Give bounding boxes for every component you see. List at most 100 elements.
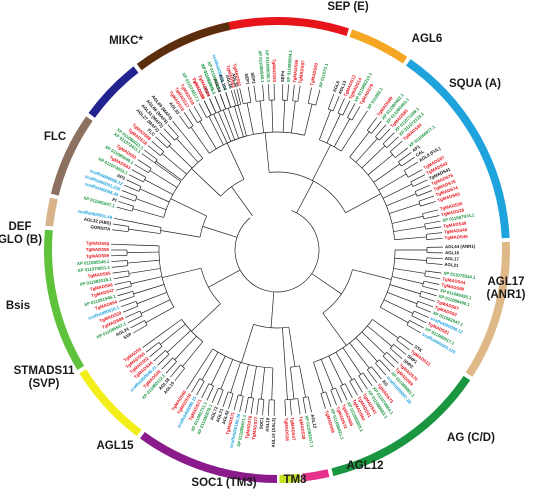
branch-tip-43 (422, 209, 439, 215)
branch-pair-arc (396, 335, 401, 341)
branch-tip-16 (307, 87, 312, 104)
branch-tip-122 (119, 296, 135, 302)
branch-tip-107 (174, 367, 185, 382)
branch-tip-51 (426, 257, 443, 260)
leaf-label-133: GORDITA (90, 224, 111, 231)
branch-pair-stem (230, 362, 241, 393)
branch-pair-stem (259, 100, 264, 133)
branch-tip-22 (347, 103, 356, 118)
branch-tip-67 (393, 344, 407, 355)
leaf-label-52: AGL21 (444, 262, 459, 268)
branch-pair-stem (373, 163, 401, 183)
branch-pair-stem (389, 284, 421, 295)
leaf-label-51: AGL17 (445, 256, 460, 262)
branch-tip-141 (126, 179, 142, 187)
leaf-label-128: XP 011070851.1 (77, 265, 110, 273)
branch-pair-stem (389, 203, 420, 214)
branch-pair-stem (391, 215, 424, 224)
branch-pair-stem (128, 228, 161, 234)
branch-pair-stem (127, 259, 160, 264)
branch-tip-136 (116, 206, 133, 212)
branch-tip-160 (203, 100, 212, 116)
leaf-label-48: TgMADS46 (444, 234, 468, 241)
branch-tip-135 (113, 217, 130, 222)
branch-pair-stem (139, 188, 170, 203)
clade-arc-4 (331, 375, 471, 477)
branch-tip-10 (267, 84, 270, 101)
branch-pair-stem (155, 161, 183, 181)
branch-pair-arc (256, 100, 264, 102)
branch-tip-29 (382, 132, 395, 145)
clade-arc-2 (406, 59, 510, 239)
branch-pair-stem (355, 138, 378, 163)
branch-tip-34 (401, 156, 415, 167)
branch-tip-124 (115, 285, 132, 291)
branch-tip-119 (125, 310, 141, 318)
branch-pair-stem (140, 299, 171, 314)
branch-tip-115 (142, 337, 156, 348)
leaf-label-86: XP 011082017.1 (304, 415, 315, 448)
branch-clade-stem-13 (226, 142, 245, 180)
branch-pair-arc (320, 391, 326, 394)
branch-tip-123 (117, 291, 133, 297)
clade-arc-10 (45, 197, 58, 227)
branch-clade-stem-0 (264, 132, 270, 173)
branch-tip-44 (423, 215, 440, 220)
branch-tip-19 (332, 95, 340, 112)
branch-group-stem-0 (296, 180, 314, 214)
branch-tip-125 (114, 280, 131, 285)
branch-tip-145 (137, 159, 152, 169)
branch-tip-96 (239, 396, 244, 412)
branch-tip-151 (159, 132, 172, 145)
branch-tip-80 (340, 385, 348, 401)
branch-pair-arc (349, 378, 355, 382)
branch-tip-97 (233, 394, 239, 411)
branch-pair-arc (208, 383, 214, 387)
branch-pair-stem (213, 113, 228, 144)
branch-pair-stem (195, 348, 214, 376)
leaf-label-134: AGL32 (ABS) (83, 217, 112, 226)
branch-pair-stem (240, 364, 249, 396)
clade-label-10: Bsis (6, 300, 30, 312)
leaf-label-163: AGL94 (213, 78, 223, 94)
branch-pair-stem (199, 121, 217, 150)
leaf-label-130: TgMADS59 (86, 253, 110, 259)
leaf-label-73: AG (381, 379, 389, 388)
leaf-label-94: TgMADS78 (244, 415, 253, 439)
leaf-label-47: TgMADS48 (444, 227, 468, 234)
branch-pair-arc (375, 359, 380, 364)
leaf-label-68: SHP2 (402, 358, 414, 370)
leaf-label-42: TgMADS83 (437, 191, 461, 203)
branch-tip-39 (414, 184, 430, 192)
branch-tip-20 (337, 98, 345, 114)
branch-pair-stem (136, 291, 167, 305)
clade-arc-1 (349, 29, 408, 64)
branch-pair-stem (320, 359, 334, 390)
leaf-label-55: TgMADS80 (441, 282, 465, 292)
leaf-label-125: TgMADS56 (89, 282, 113, 292)
leaf-label-33: AP1 (411, 144, 421, 153)
branch-pair-arc (158, 342, 163, 347)
branch-tip-149 (151, 140, 165, 152)
branch-pair-stem (227, 108, 239, 139)
branch-tip-23 (351, 106, 361, 121)
branch-pair-stem (218, 111, 232, 142)
clade-label-1: AGL6 (412, 33, 443, 45)
leaf-label-89: TgMADS36 (284, 418, 290, 442)
branch-pair-arc (290, 398, 298, 400)
branch-group-stem-2 (270, 291, 275, 328)
branch-pair-stem (318, 109, 332, 140)
branch-pair-stem (284, 367, 288, 400)
branch-tip-14 (292, 84, 295, 101)
branch-tip-72 (375, 362, 387, 376)
branch-clade-stem-2 (345, 193, 381, 214)
branch-pair-arc (389, 151, 396, 158)
branch-tip-57 (421, 291, 437, 297)
leaf-label-132: TgMADS58 (86, 240, 110, 246)
branch-tip-70 (382, 355, 395, 368)
branch-tip-126 (113, 275, 130, 280)
branch-tip-45 (424, 220, 441, 225)
branch-pair-arc (419, 291, 422, 297)
